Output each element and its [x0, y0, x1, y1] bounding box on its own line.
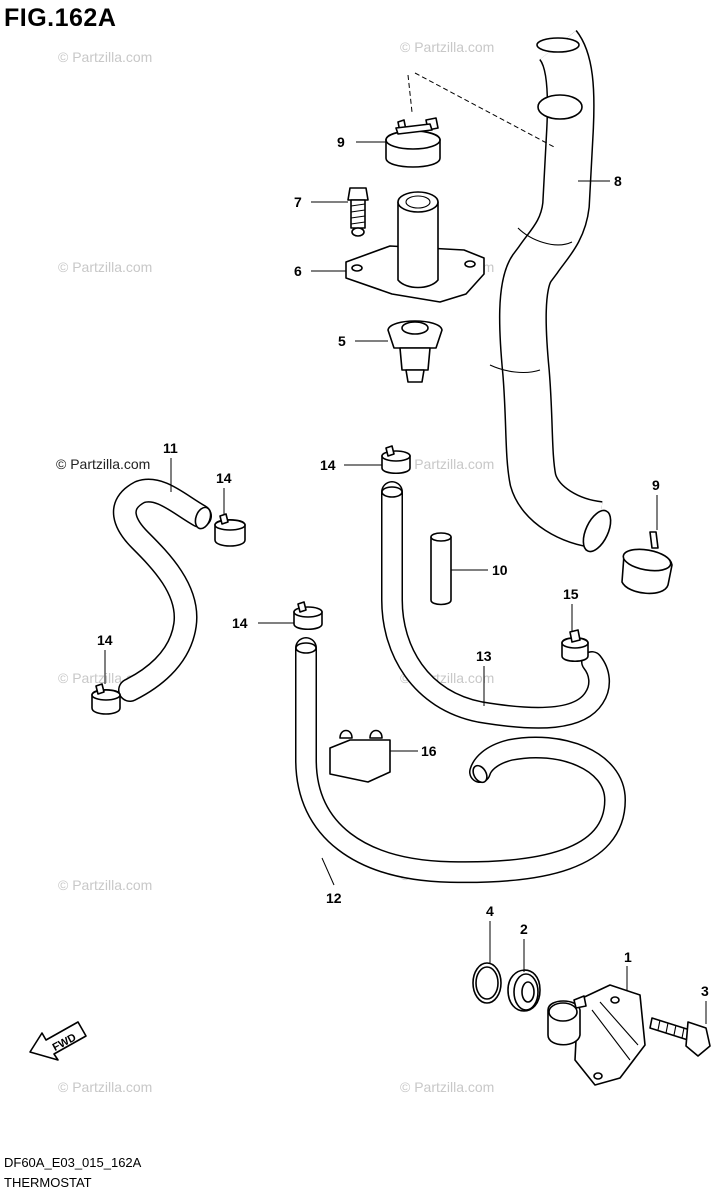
part-6-thermostat-cover — [345, 191, 485, 303]
callout-15: 15 — [563, 586, 579, 602]
callout-3: 3 — [701, 983, 709, 999]
part-15-clamp — [561, 629, 589, 663]
callout-16: 16 — [421, 743, 437, 759]
part-9-clamp-right — [621, 531, 673, 595]
callout-9: 9 — [337, 134, 345, 150]
callout-14: 14 — [216, 470, 232, 486]
callout-10: 10 — [492, 562, 508, 578]
fwd-arrow: FWD — [29, 1021, 87, 1061]
part-8-hose — [489, 30, 612, 553]
diagram-code: DF60A_E03_015_162A — [4, 1155, 142, 1170]
watermark: © Partzilla.com — [58, 1079, 152, 1095]
part-2-grommet — [507, 969, 541, 1012]
callout-13: 13 — [476, 648, 492, 664]
callout-14: 14 — [320, 457, 336, 473]
leader-lines — [104, 141, 707, 1024]
watermark: © Partzilla.com — [58, 877, 152, 893]
callout-2: 2 — [520, 921, 528, 937]
part-13-hose — [381, 481, 610, 729]
callout-9: 9 — [652, 477, 660, 493]
part-4-o-ring — [472, 962, 502, 1004]
callouts: 9 7 6 5 8 11 14 14 9 10 14 15 14 13 16 1… — [97, 134, 709, 999]
part-14-clamp — [381, 445, 411, 475]
part-12-hose — [295, 637, 627, 884]
watermark: © Partzilla.com — [58, 49, 152, 65]
figure-title: FIG.162A — [4, 4, 117, 32]
callout-12: 12 — [326, 890, 342, 906]
watermark: © Partzilla.com — [400, 456, 494, 472]
callout-8: 8 — [614, 173, 622, 189]
part-5-thermostat — [387, 320, 443, 383]
part-14-clamp — [293, 601, 323, 631]
watermark: © Partzilla.com — [400, 39, 494, 55]
watermark: © Partzilla.com — [56, 456, 150, 472]
part-11-hose — [112, 478, 212, 702]
callout-7: 7 — [294, 194, 302, 210]
watermark: © Partzilla.com — [58, 259, 152, 275]
watermark: © Partzilla.com — [400, 1079, 494, 1095]
part-3-bolt — [649, 1017, 711, 1057]
part-14-clamp — [91, 683, 121, 715]
section-name: THERMOSTAT — [4, 1175, 92, 1190]
part-1-housing — [547, 984, 646, 1086]
callout-6: 6 — [294, 263, 302, 279]
callout-14: 14 — [97, 632, 113, 648]
watermarks: © Partzilla.com © Partzilla.com © Partzi… — [56, 39, 494, 1095]
part-9-clamp-top — [385, 117, 441, 168]
callout-5: 5 — [338, 333, 346, 349]
part-14-clamp — [214, 513, 246, 547]
part-16-holder — [329, 729, 391, 783]
callout-4: 4 — [486, 903, 494, 919]
callout-1: 1 — [624, 949, 632, 965]
callout-11: 11 — [163, 440, 178, 456]
part-10-pipe — [430, 532, 452, 606]
assembly-line — [407, 72, 557, 149]
callout-14: 14 — [232, 615, 248, 631]
part-7-bolt — [347, 187, 369, 237]
